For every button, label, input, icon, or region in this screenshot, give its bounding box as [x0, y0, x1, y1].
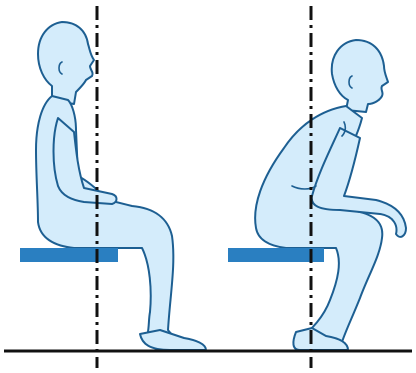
leaning-figure [228, 40, 406, 350]
upright-arm [54, 118, 117, 204]
upright-sitting-figure [20, 22, 206, 350]
upright-head [38, 22, 94, 104]
upright-seat [20, 248, 118, 262]
leaning-body [255, 106, 382, 345]
leaning-head [332, 40, 388, 112]
upright-foot [140, 330, 206, 350]
